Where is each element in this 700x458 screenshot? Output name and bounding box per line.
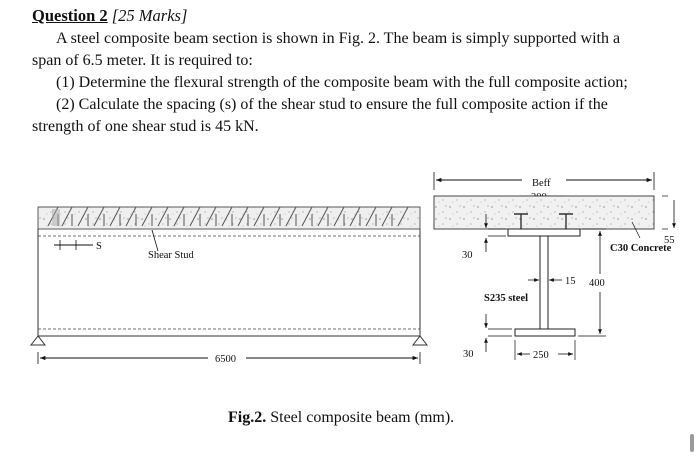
- requirement-2-line-1: (2) Calculate the spacing (s) of the she…: [56, 96, 608, 113]
- intro-line-2: span of 6.5 meter. It is required to:: [32, 52, 253, 69]
- beam-cross-section: Beff 200 30: [433, 172, 676, 361]
- concrete-texture: [434, 196, 654, 229]
- dim-55: 55: [664, 235, 675, 246]
- flange-width-bottom-label: 250: [533, 350, 549, 361]
- bottom-flange: [514, 328, 576, 337]
- span-label: 6500: [215, 354, 236, 365]
- dim-30-bottom: 30: [463, 349, 474, 360]
- caption-label: Fig.2.: [228, 409, 267, 426]
- shear-stud-leader: [151, 229, 159, 252]
- question-heading: Question 2 [25 Marks]: [32, 6, 187, 26]
- top-flange: [507, 228, 581, 237]
- beff-label: Beff: [532, 178, 551, 189]
- caption-text: Steel composite beam (mm).: [266, 409, 455, 426]
- web-thickness-label: 15: [565, 276, 576, 287]
- requirement-1: (1) Determine the flexural strength of t…: [56, 74, 628, 91]
- height-label: 400: [589, 278, 605, 289]
- slab-texture: [38, 207, 420, 229]
- shear-stud-label: Shear Stud: [148, 250, 195, 261]
- intro-line-1: A steel composite beam section is shown …: [56, 30, 621, 47]
- question-marks: [25 Marks]: [111, 6, 188, 25]
- beam-elevation: S Shear Stud 6500: [29, 206, 429, 365]
- steel-web: [539, 235, 549, 330]
- steel-label: S235 steel: [484, 293, 528, 304]
- right-support: [411, 335, 429, 346]
- stud-highlight: [52, 209, 60, 226]
- question-body: A steel composite beam section is shown …: [32, 28, 672, 138]
- spacing-label: S: [96, 241, 102, 252]
- requirement-2-line-2: strength of one shear stud is 45 kN.: [32, 118, 259, 135]
- dim-30-top: 30: [462, 250, 473, 261]
- question-title: Question 2: [32, 6, 108, 25]
- scroll-indicator[interactable]: [690, 434, 694, 452]
- left-support: [29, 335, 47, 346]
- concrete-label: C30 Concrete: [610, 243, 672, 254]
- section-studs: [514, 213, 573, 229]
- figure-caption: Fig.2. Steel composite beam (mm).: [228, 409, 454, 427]
